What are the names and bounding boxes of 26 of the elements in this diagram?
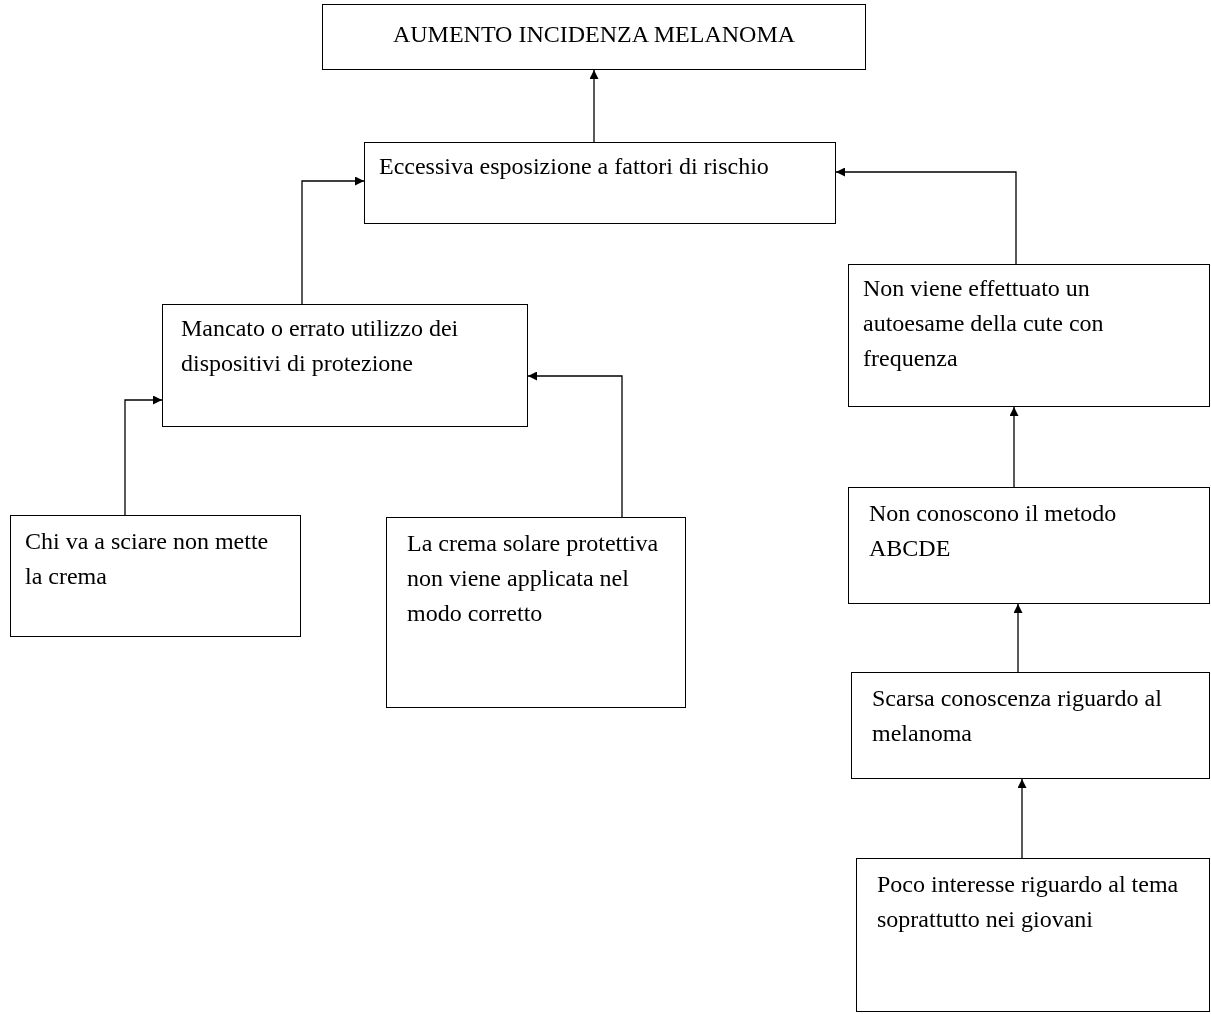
- arrow: [835, 167, 1017, 265]
- box-text: Eccessiva esposizione a fattori di rischio: [379, 152, 770, 181]
- box-text: Non conoscono il metodo ABCDE: [869, 499, 1118, 563]
- arrow: [1009, 406, 1019, 488]
- arrow: [527, 371, 623, 518]
- box-text: Chi va a sciare non mette la crema: [25, 527, 270, 591]
- arrow: [124, 395, 163, 516]
- process-box: [386, 517, 686, 708]
- process-box: [162, 304, 528, 427]
- box-text: Scarsa conoscenza riguardo al melanoma: [872, 684, 1163, 748]
- box-text: Poco interesse riguardo al tema soprattutto nei giovani: [877, 870, 1180, 934]
- arrow: [301, 176, 365, 305]
- arrow: [1017, 778, 1027, 859]
- arrow: [1013, 603, 1023, 673]
- process-box: [851, 672, 1210, 779]
- process-box: [364, 142, 836, 224]
- box-text: AUMENTO INCIDENZA MELANOMA: [391, 20, 797, 49]
- process-box: [848, 487, 1210, 604]
- box-text: Non viene effettuato un autoesame della cute con frequenza: [863, 274, 1105, 373]
- process-box: [856, 858, 1210, 1012]
- arrow: [589, 69, 599, 143]
- process-box: [10, 515, 301, 637]
- process-box: [848, 264, 1210, 407]
- box-text: Mancato o errato utilizzo dei dispositivi di protezione: [181, 314, 460, 378]
- box-text: La crema solare protettiva non viene applicata nel modo corretto: [407, 529, 660, 628]
- process-box: [322, 4, 866, 70]
